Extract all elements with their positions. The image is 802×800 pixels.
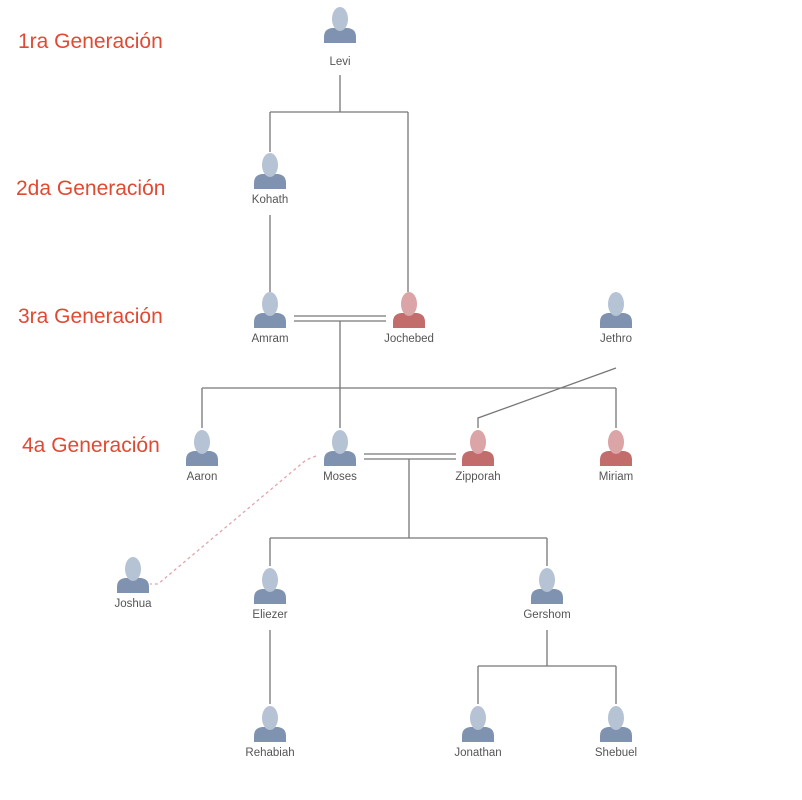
connector-lines [150, 75, 617, 704]
person-zipporah[interactable]: Zipporah [455, 430, 501, 483]
male-person-icon [254, 706, 286, 742]
link-moses-zipporah-children [269, 459, 548, 566]
person-kohath[interactable]: Kohath [252, 153, 288, 206]
person-body-shape [600, 451, 632, 466]
person-name-zipporah: Zipporah [455, 471, 500, 483]
person-body-shape [186, 451, 218, 466]
person-name-jonathan: Jonathan [454, 747, 501, 759]
person-head-shape [608, 706, 624, 730]
person-body-shape [531, 589, 563, 604]
person-head-shape [470, 706, 486, 730]
male-person-icon [531, 568, 563, 604]
person-body-shape [393, 313, 425, 328]
person-shebuel[interactable]: Shebuel [595, 706, 637, 759]
person-body-shape [324, 451, 356, 466]
person-head-shape [332, 7, 348, 31]
generation-1-label: 1ra Generación [18, 30, 163, 53]
person-body-shape [600, 313, 632, 328]
generation-4-label: 4a Generación [22, 434, 160, 457]
person-body-shape [462, 451, 494, 466]
female-person-icon [462, 430, 494, 466]
person-body-shape [254, 727, 286, 742]
person-head-shape [125, 557, 141, 581]
person-body-shape [462, 727, 494, 742]
male-person-icon [254, 568, 286, 604]
person-name-gershom: Gershom [523, 609, 570, 621]
person-name-kohath: Kohath [252, 194, 288, 206]
person-jochebed[interactable]: Jochebed [384, 292, 434, 345]
generation-3-label: 3ra Generación [18, 305, 163, 328]
person-jethro[interactable]: Jethro [600, 292, 632, 345]
female-person-icon [393, 292, 425, 328]
person-head-shape [332, 430, 348, 454]
male-person-icon [462, 706, 494, 742]
person-body-shape [324, 28, 356, 43]
person-name-rehabiah: Rehabiah [245, 747, 294, 759]
persons-layer: Levi Kohath Amram Jochebed Jethro Aaron … [114, 7, 637, 759]
person-amram[interactable]: Amram [251, 292, 289, 345]
person-jonathan[interactable]: Jonathan [454, 706, 502, 759]
male-person-icon [324, 7, 356, 43]
person-name-amram: Amram [251, 333, 288, 345]
generation-2-label: 2da Generación [16, 177, 165, 200]
person-head-shape [608, 430, 624, 454]
person-head-shape [194, 430, 210, 454]
person-rehabiah[interactable]: Rehabiah [245, 706, 295, 759]
person-head-shape [401, 292, 417, 316]
male-person-icon [117, 557, 149, 593]
male-person-icon [254, 292, 286, 328]
person-head-shape [608, 292, 624, 316]
male-person-icon [600, 706, 632, 742]
person-name-shebuel: Shebuel [595, 747, 637, 759]
person-gershom[interactable]: Gershom [523, 568, 571, 621]
person-body-shape [254, 589, 286, 604]
male-person-icon [600, 292, 632, 328]
person-name-levi: Levi [329, 56, 350, 68]
person-name-miriam: Miriam [599, 471, 634, 483]
link-amram-jochebed-children [201, 321, 617, 428]
person-body-shape [254, 313, 286, 328]
person-miriam[interactable]: Miriam [599, 430, 634, 483]
link-levi-children [269, 75, 409, 292]
person-aaron[interactable]: Aaron [186, 430, 218, 483]
person-head-shape [539, 568, 555, 592]
person-head-shape [470, 430, 486, 454]
male-person-icon [254, 153, 286, 189]
person-head-shape [262, 706, 278, 730]
person-joshua[interactable]: Joshua [114, 557, 152, 610]
link-moses-joshua-dashed [150, 455, 317, 585]
marriage-moses-zipporah [364, 453, 456, 460]
person-head-shape [262, 568, 278, 592]
female-person-icon [600, 430, 632, 466]
person-name-jochebed: Jochebed [384, 333, 434, 345]
person-body-shape [117, 578, 149, 593]
male-person-icon [324, 430, 356, 466]
link-jethro-zipporah [477, 367, 617, 428]
person-levi[interactable]: Levi [324, 7, 356, 68]
person-name-aaron: Aaron [187, 471, 218, 483]
person-moses[interactable]: Moses [323, 430, 357, 483]
person-name-eliezer: Eliezer [252, 609, 287, 621]
male-person-icon [186, 430, 218, 466]
person-eliezer[interactable]: Eliezer [252, 568, 288, 621]
person-body-shape [254, 174, 286, 189]
person-name-jethro: Jethro [600, 333, 632, 345]
person-head-shape [262, 153, 278, 177]
marriage-amram-jochebed [294, 315, 386, 322]
person-body-shape [600, 727, 632, 742]
link-gershom-children [477, 630, 617, 704]
person-name-moses: Moses [323, 471, 357, 483]
person-head-shape [262, 292, 278, 316]
person-name-joshua: Joshua [114, 598, 152, 610]
